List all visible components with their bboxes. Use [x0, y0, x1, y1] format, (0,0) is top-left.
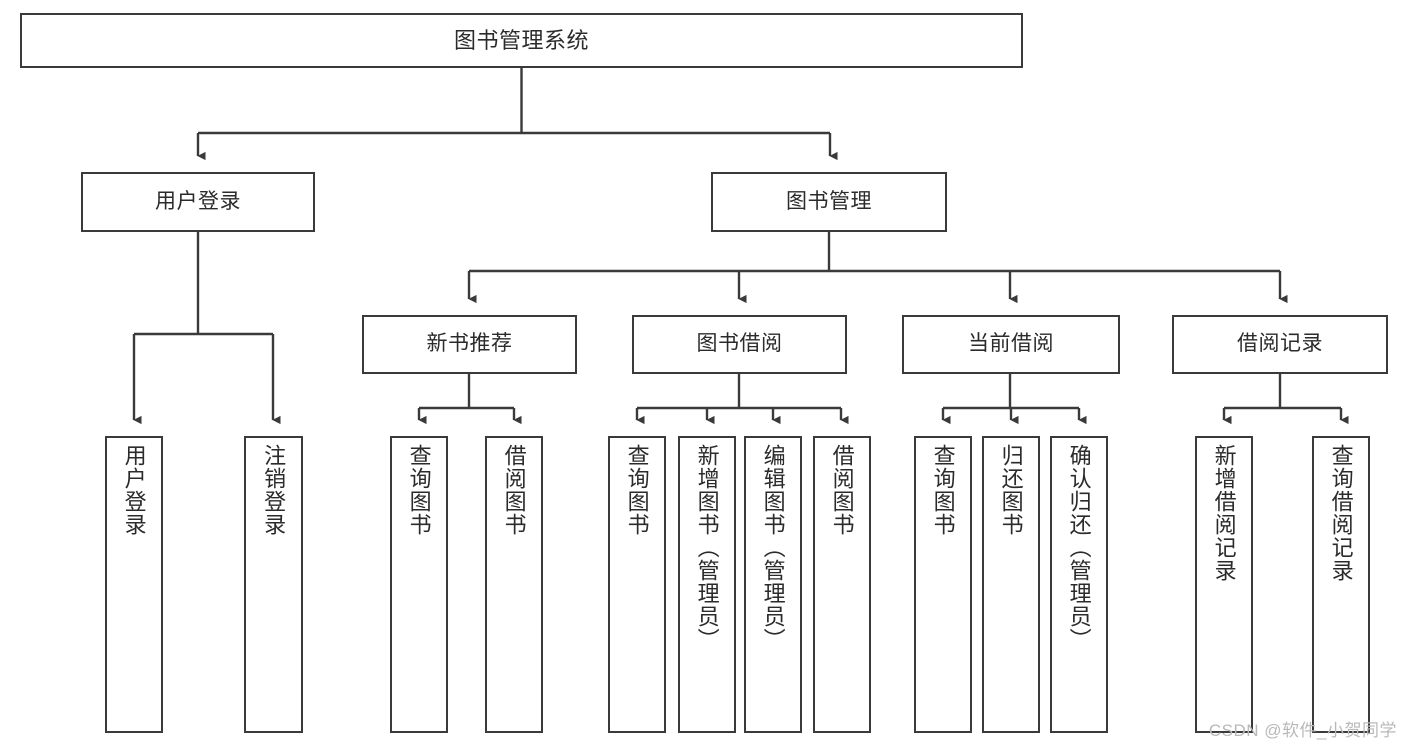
node-label: 图书管理: [786, 189, 872, 213]
watermark-text: CSDN @软件_小贺同学: [1208, 721, 1397, 740]
node-label: 查询图书: [930, 444, 956, 536]
node-user-login[interactable]: 用户登录: [81, 172, 315, 232]
leaf-user-logout[interactable]: 注销登录: [244, 436, 303, 733]
node-label: 新书推荐: [426, 332, 513, 356]
leaf-query-book-borrow[interactable]: 查询图书: [608, 436, 666, 733]
node-label: 用户登录: [155, 189, 241, 213]
leaf-edit-book-admin[interactable]: 编辑图书（管理员）: [744, 436, 802, 733]
node-book-manage[interactable]: 图书管理: [711, 172, 947, 232]
leaf-query-book-rec[interactable]: 查询图书: [390, 436, 448, 733]
node-label: 图书管理系统: [453, 27, 589, 53]
node-new-book-recommend[interactable]: 新书推荐: [362, 315, 577, 374]
node-label: 查询图书: [624, 444, 650, 536]
node-label: 借阅图书: [829, 444, 855, 536]
leaf-borrow-book-rec[interactable]: 借阅图书: [485, 436, 543, 733]
node-label: 编辑图书（管理员）: [760, 444, 786, 651]
leaf-add-borrow-record[interactable]: 新增借阅记录: [1195, 436, 1253, 733]
node-label: 归还图书: [998, 444, 1024, 536]
leaf-borrow-book[interactable]: 借阅图书: [813, 436, 871, 733]
leaf-return-book[interactable]: 归还图书: [982, 436, 1040, 733]
leaf-user-login[interactable]: 用户登录: [105, 436, 163, 733]
node-root-system[interactable]: 图书管理系统: [20, 13, 1023, 68]
leaf-query-borrow-record[interactable]: 查询借阅记录: [1312, 436, 1370, 733]
leaf-confirm-return-admin[interactable]: 确认归还（管理员）: [1050, 436, 1108, 733]
leaf-add-book-admin[interactable]: 新增图书（管理员）: [678, 436, 736, 733]
node-label: 查询借阅记录: [1328, 444, 1354, 582]
leaf-query-book-current[interactable]: 查询图书: [914, 436, 972, 733]
node-label: 当前借阅: [968, 332, 1054, 356]
node-label: 新增借阅记录: [1211, 444, 1237, 582]
node-label: 图书借阅: [696, 332, 783, 356]
node-current-borrow[interactable]: 当前借阅: [902, 315, 1120, 374]
node-label: 借阅记录: [1237, 332, 1323, 356]
node-book-borrow[interactable]: 图书借阅: [632, 315, 847, 374]
node-label: 确认归还（管理员）: [1066, 444, 1092, 651]
node-label: 用户登录: [121, 444, 147, 536]
node-label: 新增图书（管理员）: [694, 444, 720, 651]
node-borrow-record[interactable]: 借阅记录: [1172, 315, 1388, 374]
node-label: 注销登录: [261, 444, 287, 536]
node-label: 查询图书: [406, 444, 432, 536]
node-label: 借阅图书: [501, 444, 527, 536]
